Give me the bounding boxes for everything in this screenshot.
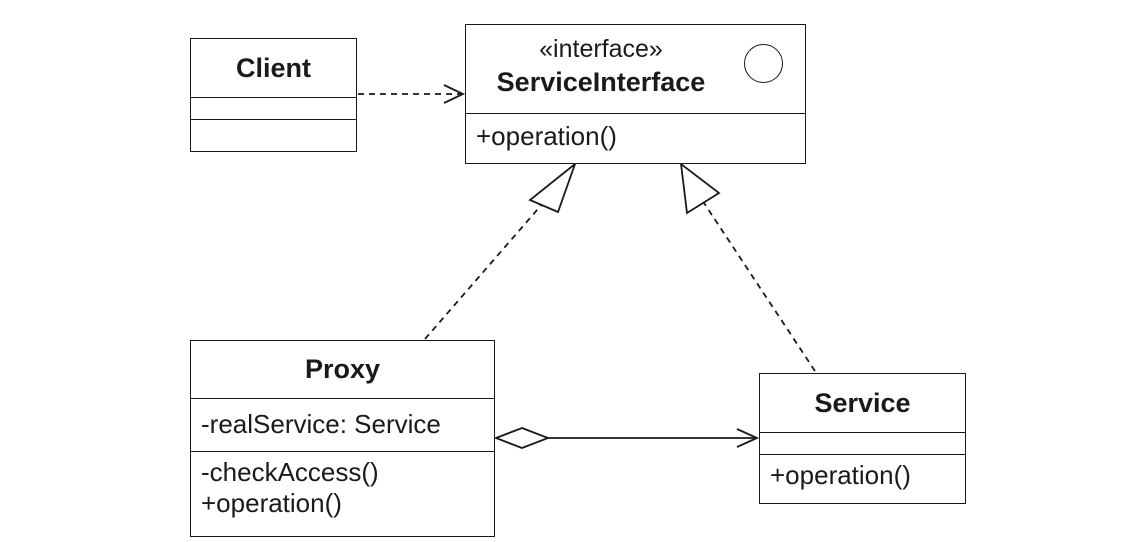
hollow-triangle-arrowhead xyxy=(528,161,577,214)
class-service-interface: «interface» ServiceInterface +operation(… xyxy=(465,24,806,164)
stereotype-label: «interface» xyxy=(539,35,663,63)
operations-compartment: -checkAccess() +operation() xyxy=(191,451,494,536)
class-name-compartment: «interface» ServiceInterface xyxy=(466,25,805,113)
open-arrowhead xyxy=(736,428,760,448)
class-name-compartment: Proxy xyxy=(191,341,494,398)
hollow-triangle-arrowhead xyxy=(679,161,721,215)
class-client: Client xyxy=(190,38,357,152)
operation-item: +operation() xyxy=(770,460,911,490)
class-name-compartment: Client xyxy=(191,39,356,97)
attributes-compartment xyxy=(191,97,356,119)
operations-compartment: +operation() xyxy=(466,113,805,163)
realization-service-serviceinterface xyxy=(679,161,816,372)
class-name: ServiceInterface xyxy=(496,67,706,97)
operation-item: +operation() xyxy=(476,121,617,151)
interface-circle-icon xyxy=(744,44,783,83)
class-name-compartment: Service xyxy=(760,374,965,432)
attribute-item: -realService: Service xyxy=(201,409,441,439)
operations-compartment xyxy=(191,119,356,152)
aggregation-proxy-service xyxy=(493,427,760,449)
hollow-diamond-marker xyxy=(493,427,551,449)
attributes-compartment xyxy=(760,432,965,454)
operations-compartment: +operation() xyxy=(760,454,965,503)
class-service: Service +operation() xyxy=(759,373,966,504)
dependency-client-serviceinterface xyxy=(358,84,466,104)
realization-proxy-serviceinterface xyxy=(424,161,577,340)
class-name: Proxy xyxy=(304,354,381,384)
class-proxy: Proxy -realService: Service -checkAccess… xyxy=(190,340,495,537)
class-name: Service xyxy=(814,387,911,418)
operation-item: -checkAccess() xyxy=(201,457,379,487)
operation-item: +operation() xyxy=(201,488,342,519)
attributes-compartment: -realService: Service xyxy=(191,398,494,451)
open-arrowhead xyxy=(443,84,466,104)
class-name: Client xyxy=(235,52,311,83)
